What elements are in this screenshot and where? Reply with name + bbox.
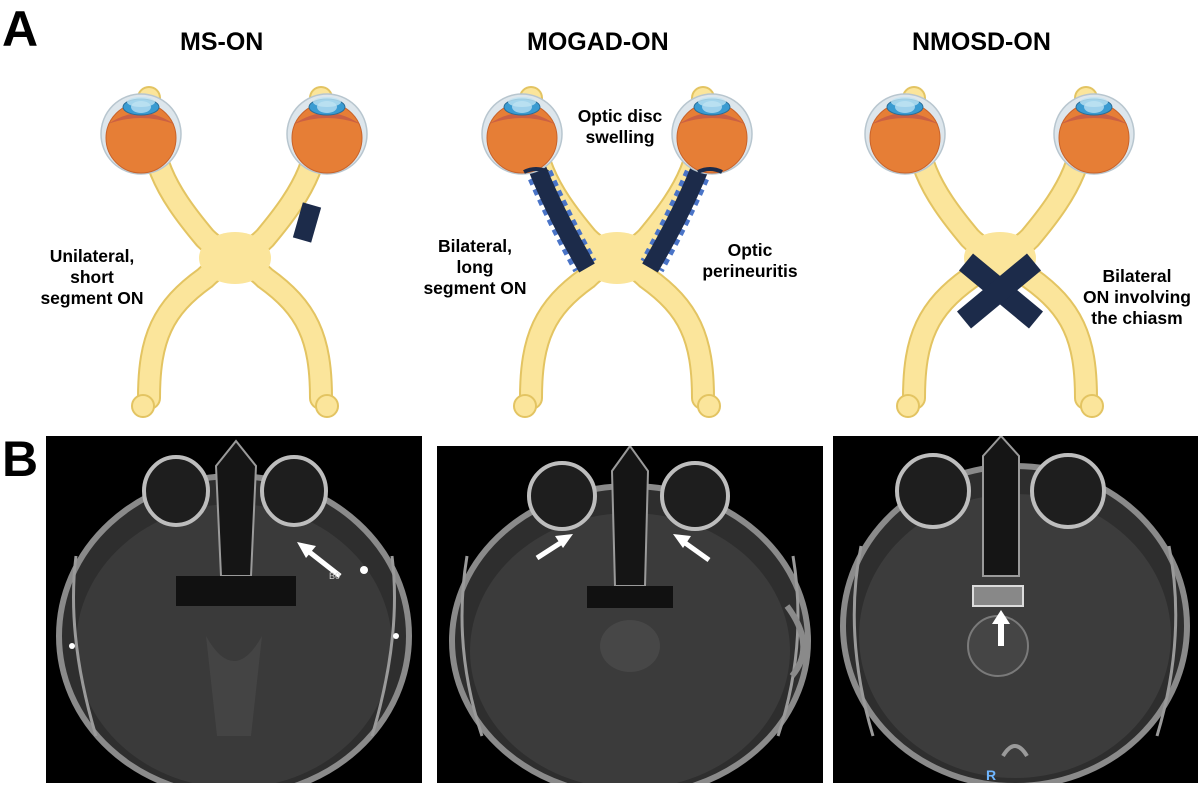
panel-b-letter: B: [2, 431, 39, 487]
mogad-right-label: Optic perineuritis: [690, 240, 810, 282]
mogad-top-label: Optic disc swelling: [556, 106, 684, 148]
mogad-left-line-1: Bilateral,: [438, 236, 512, 256]
nmosd-on-diagram: [864, 94, 1135, 417]
nmosd-label-line-2: ON involving: [1083, 287, 1191, 307]
mri-right-marker: R: [986, 767, 997, 783]
ms-on-diagram: [100, 94, 368, 417]
mri-mogad-on: [437, 446, 823, 783]
ms-label-line-1: Unilateral,: [49, 246, 135, 266]
mogad-on-diagram: [481, 94, 753, 417]
nmosd-label-line-1: Bilateral: [1102, 266, 1172, 286]
mogad-right-line-2: perineuritis: [702, 261, 798, 281]
ms-label-line-3: segment ON: [40, 288, 144, 308]
mogad-right-line-1: Optic: [727, 240, 773, 260]
ms-label-line-2: short: [70, 267, 114, 287]
mogad-left-line-3: segment ON: [423, 278, 527, 298]
title-mogad-on: MOGAD-ON: [527, 28, 669, 56]
mogad-top-line-2: swelling: [585, 127, 655, 147]
ms-on-label: Unilateral, short segment ON: [28, 246, 156, 309]
mogad-top-line-1: Optic disc: [577, 106, 663, 126]
mogad-left-line-2: long: [456, 257, 494, 277]
mri-ms-on: B0: [46, 436, 422, 783]
mri-left-marker: B0: [329, 571, 341, 581]
nmosd-on-label: Bilateral ON involving the chiasm: [1075, 266, 1199, 329]
optic-nerve-diagrams: [100, 0, 1135, 430]
mogad-left-label: Bilateral, long segment ON: [413, 236, 537, 299]
panel-a-letter: A: [2, 1, 39, 57]
mri-nmosd-on: R: [833, 436, 1198, 783]
nmosd-label-line-3: the chiasm: [1091, 308, 1183, 328]
title-nmosd-on: NMOSD-ON: [912, 28, 1051, 56]
title-ms-on: MS-ON: [180, 28, 264, 56]
